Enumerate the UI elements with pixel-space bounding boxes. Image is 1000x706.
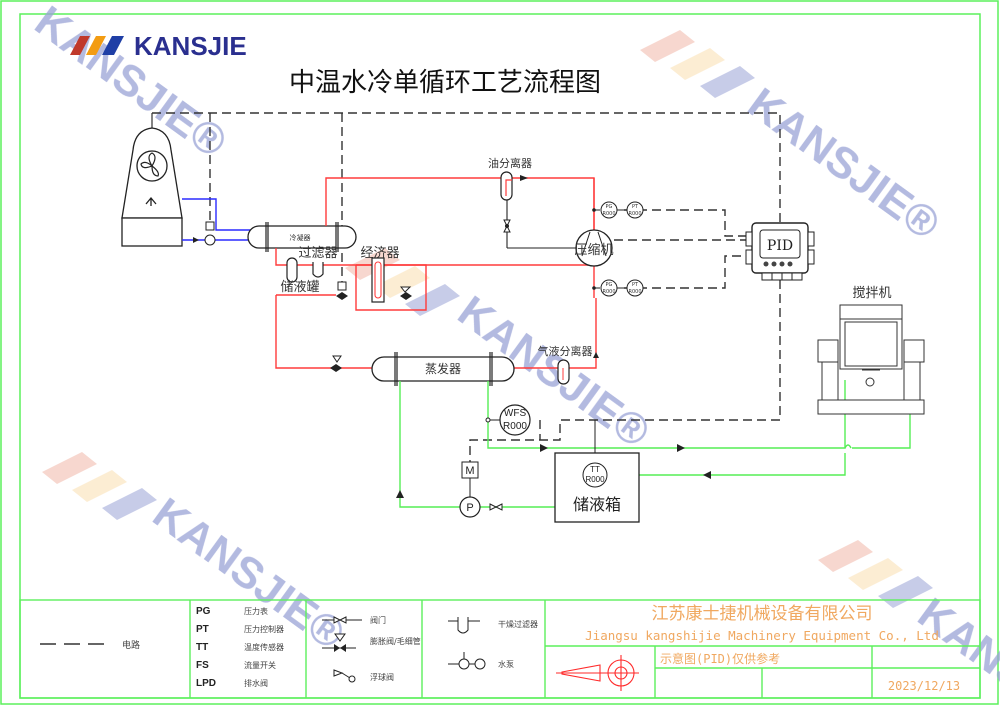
pump-icon	[448, 652, 486, 670]
logo-text: KANSJIE	[134, 31, 247, 61]
economizer-label: 经济器	[360, 246, 399, 261]
signal-lines	[152, 112, 781, 462]
pt-top-tag: PT	[632, 204, 639, 210]
receiver-tank: 储液罐	[280, 257, 320, 295]
abbr-code: LPD	[196, 678, 216, 689]
legend-symbol-label: 阀门	[370, 615, 386, 625]
condenser-label: 冷凝器	[290, 233, 311, 242]
gas-liquid-separator-label: 气液分离器	[538, 344, 593, 358]
abbr-code: PT	[196, 624, 209, 635]
watermark-stripes-bottom-right	[818, 540, 933, 608]
compressor-label: 压缩机	[574, 242, 613, 258]
mixer-label: 搅拌机	[852, 285, 891, 301]
pt-top-id: R000	[628, 211, 641, 217]
pt-bottom-id: R000	[628, 289, 641, 295]
pg-top-tag: PG	[606, 204, 613, 210]
legend-symbols-valves: 阀门 膨胀阀/毛细管 浮球阀	[322, 615, 421, 683]
expansion-valve-icon	[322, 633, 356, 652]
motor-label: M	[465, 465, 474, 477]
legend-symbol-label: 浮球阀	[370, 672, 394, 682]
abbr-meaning: 压力控制器	[244, 624, 284, 634]
instrument-pg-bottom: PG R000 PT R000	[592, 279, 644, 297]
watermark-text-1: KANSJIE®	[26, 0, 235, 167]
abbr-meaning: 排水阀	[244, 678, 268, 688]
receiver-label: 储液罐	[280, 280, 319, 295]
company-name-en: Jiangsu kangshijie Machinery Equipment C…	[585, 628, 939, 643]
cooling-water-pump	[193, 221, 216, 246]
fan-icon	[140, 152, 159, 177]
legend-symbol-label: 干燥过滤器	[498, 619, 538, 629]
tt-id: R000	[585, 475, 605, 484]
evaporator-label: 蒸发器	[425, 361, 461, 376]
expansion-valve-main	[330, 355, 342, 372]
valve-icon	[322, 616, 362, 624]
watermark-group	[42, 30, 933, 608]
cooling-water-lines	[182, 198, 252, 241]
pump-label: P	[466, 502, 473, 514]
abbr-meaning: 温度传感器	[244, 642, 284, 652]
tt-tag: TT	[590, 465, 600, 474]
instrument-pg-top: PG R000 PT R000	[592, 201, 644, 219]
float-valve-icon	[333, 669, 356, 683]
wfs-tag: WFS	[504, 408, 527, 419]
refrigerant-lines	[275, 177, 605, 369]
tank-label: 储液箱	[573, 495, 621, 514]
abbr-code: FS	[196, 660, 209, 671]
diagram-title: 中温水冷单循环工艺流程图	[289, 68, 601, 98]
abbr-meaning: 流量开关	[244, 660, 276, 670]
pid-note: 示意图(PID)仅供参考	[660, 651, 780, 666]
solenoid-valve	[336, 281, 348, 300]
filter-drier-icon	[448, 617, 480, 634]
compressor: 压缩机	[574, 229, 614, 267]
watermark-stripes-bottom-left	[42, 452, 157, 520]
storage-tank: TT R000 储液箱	[554, 420, 640, 523]
wfs-id: R000	[503, 421, 527, 432]
pg-bottom-id: R000	[602, 289, 615, 295]
abbr-code: PG	[196, 606, 211, 617]
legend-abbreviations: PG 压力表 PT 压力控制器 TT 温度传感器 FS 流量开关 LPD 排水阀	[196, 606, 284, 689]
pid-label: PID	[767, 238, 793, 254]
pid-controller: PID	[745, 222, 815, 281]
expansion-valve-economizer	[399, 286, 412, 300]
company-name-cn: 江苏康士捷机械设备有限公司	[652, 604, 873, 624]
legend-symbol-label: 膨胀阀/毛细管	[370, 636, 421, 646]
flow-switch-wfs: WFS R000	[485, 404, 531, 436]
gas-liquid-separator	[557, 359, 570, 385]
economizer: 经济器	[360, 246, 400, 303]
projection-symbol-icon	[556, 655, 639, 691]
legend-symbols-equipment: 干燥过滤器 水泵	[448, 617, 538, 670]
legend-signal-line: 电路	[40, 639, 140, 651]
legend-line-label: 电路	[122, 639, 140, 651]
watermark-stripes-top-right	[640, 30, 755, 98]
oil-separator-label: 油分离器	[488, 156, 532, 170]
pg-top-id: R000	[602, 211, 615, 217]
mixer: 搅拌机	[817, 285, 925, 415]
flow-arrow	[396, 490, 404, 498]
kansjie-logo: KANSJIE	[70, 31, 247, 61]
pt-bottom-tag: PT	[632, 282, 639, 288]
drawing-date: 2023/12/13	[888, 679, 960, 693]
cooling-tower	[121, 127, 183, 247]
water-pump: M P	[459, 461, 503, 518]
pg-bottom-tag: PG	[606, 282, 613, 288]
abbr-code: TT	[196, 642, 208, 653]
oil-separator: 油分离器	[488, 156, 576, 249]
condenser: 冷凝器	[247, 222, 357, 252]
abbr-meaning: 压力表	[244, 606, 268, 616]
filter-drier: 过滤器	[298, 246, 338, 278]
legend-frame	[19, 599, 981, 699]
legend-symbol-label: 水泵	[498, 659, 514, 669]
filter-label: 过滤器	[298, 246, 337, 261]
evaporator: 气液分离器 蒸发器	[371, 344, 599, 386]
